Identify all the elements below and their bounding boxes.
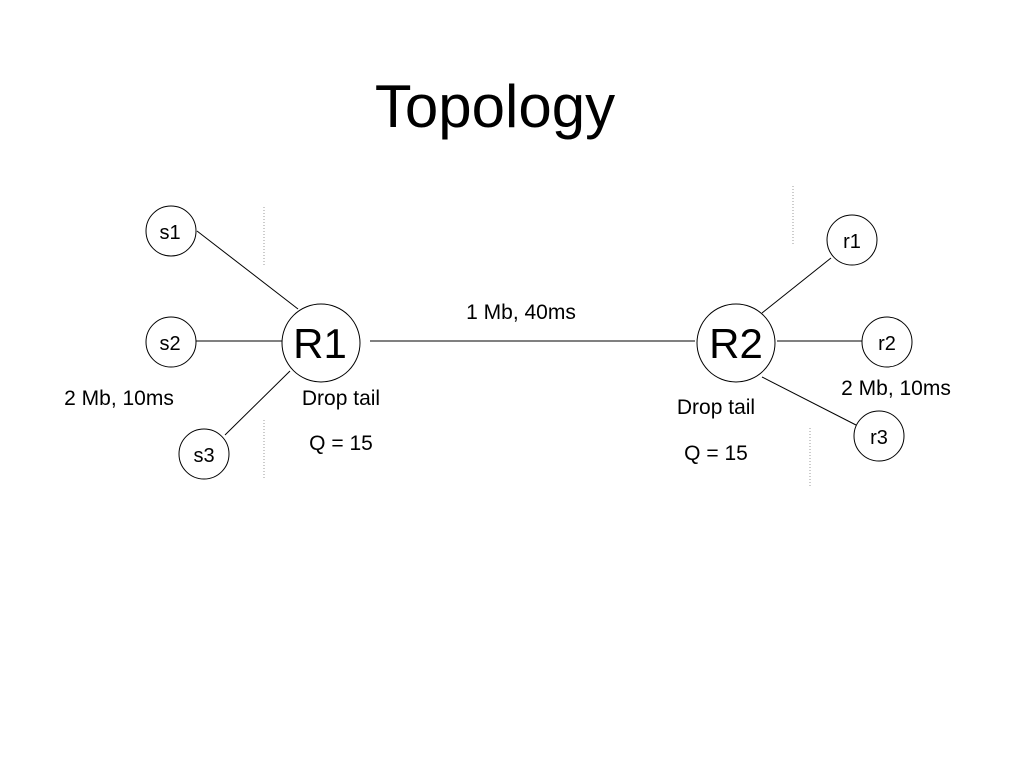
right-access-link-label: 2 Mb, 10ms [841, 377, 951, 400]
link-r2-r3-receiver [761, 376, 857, 426]
node-s3: s3 [178, 428, 230, 480]
router-r1-label: R1 [293, 320, 347, 367]
bottleneck-link-label: 1 Mb, 40ms [466, 301, 576, 324]
r1-queue-size-label: Q = 15 [309, 432, 373, 455]
node-s1: s1 [145, 205, 197, 257]
link-s3-r1 [224, 370, 291, 436]
node-r1-label: r1 [843, 231, 861, 253]
link-r2-r1-receiver [761, 257, 832, 314]
slide-title: Topology [374, 73, 616, 140]
r1-queue-policy-label: Drop tail [302, 387, 380, 410]
r2-queue-policy-label: Drop tail [677, 396, 755, 419]
node-s2-label: s2 [159, 333, 180, 355]
node-s1-label: s1 [159, 222, 180, 244]
node-s3-label: s3 [193, 445, 214, 467]
node-r1: r1 [826, 214, 878, 266]
r2-queue-size-label: Q = 15 [684, 442, 748, 465]
node-router-r2: R2 [696, 303, 776, 383]
link-s1-r1 [196, 230, 299, 310]
left-access-link-label: 2 Mb, 10ms [64, 387, 174, 410]
node-r3-label: r3 [870, 427, 888, 449]
node-r2: r2 [861, 316, 913, 368]
node-r2-label: r2 [878, 333, 896, 355]
node-router-r1: R1 [281, 303, 361, 383]
node-s2: s2 [145, 316, 197, 368]
node-r3: r3 [853, 410, 905, 462]
router-r2-label: R2 [709, 320, 763, 367]
